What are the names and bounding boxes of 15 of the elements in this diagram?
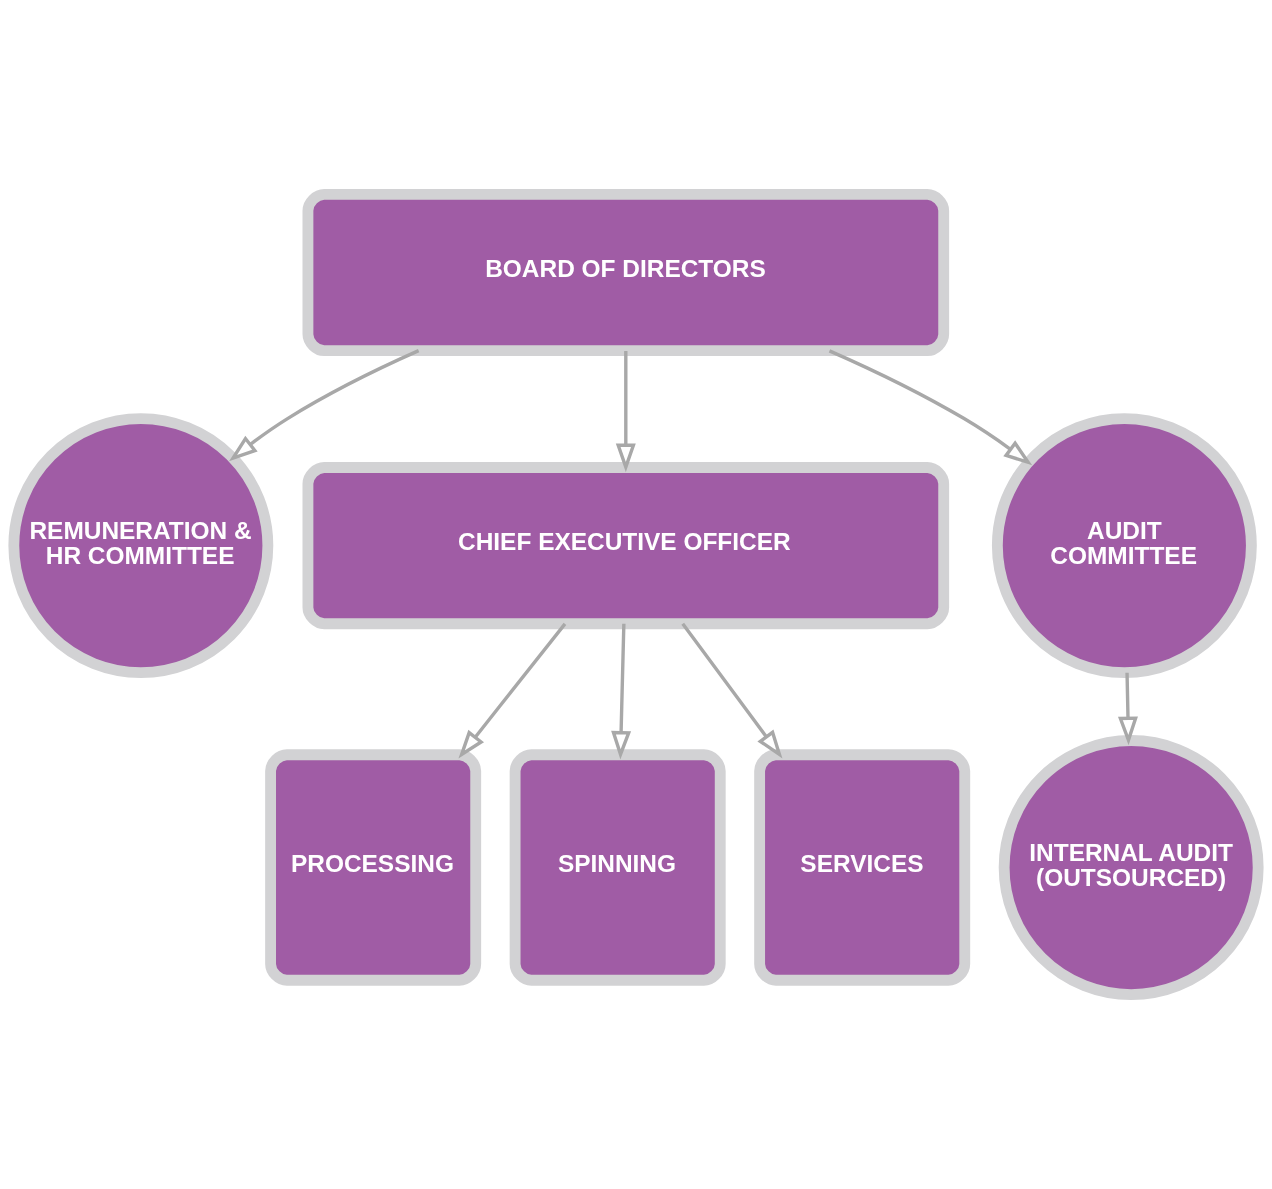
arrow xyxy=(1117,672,1138,746)
node-box: CHIEF EXECUTIVE OFFICER xyxy=(302,462,950,630)
node-circle: INTERNAL AUDIT (OUTSOURCED) xyxy=(998,735,1264,1000)
arrow xyxy=(229,349,420,462)
arrow xyxy=(458,622,567,759)
node-circle: AUDIT COMMITTEE xyxy=(991,413,1257,679)
node-box: PROCESSING xyxy=(265,749,482,986)
arrow xyxy=(828,349,1033,466)
arrow xyxy=(611,623,632,760)
arrow xyxy=(681,622,783,759)
node-box: SPINNING xyxy=(509,749,726,986)
node-box: BOARD OF DIRECTORS xyxy=(302,189,950,357)
node-box: SERVICES xyxy=(754,749,971,986)
node-circle: REMUNERATION & HR COMMITTEE xyxy=(8,413,274,679)
arrow xyxy=(615,351,636,473)
